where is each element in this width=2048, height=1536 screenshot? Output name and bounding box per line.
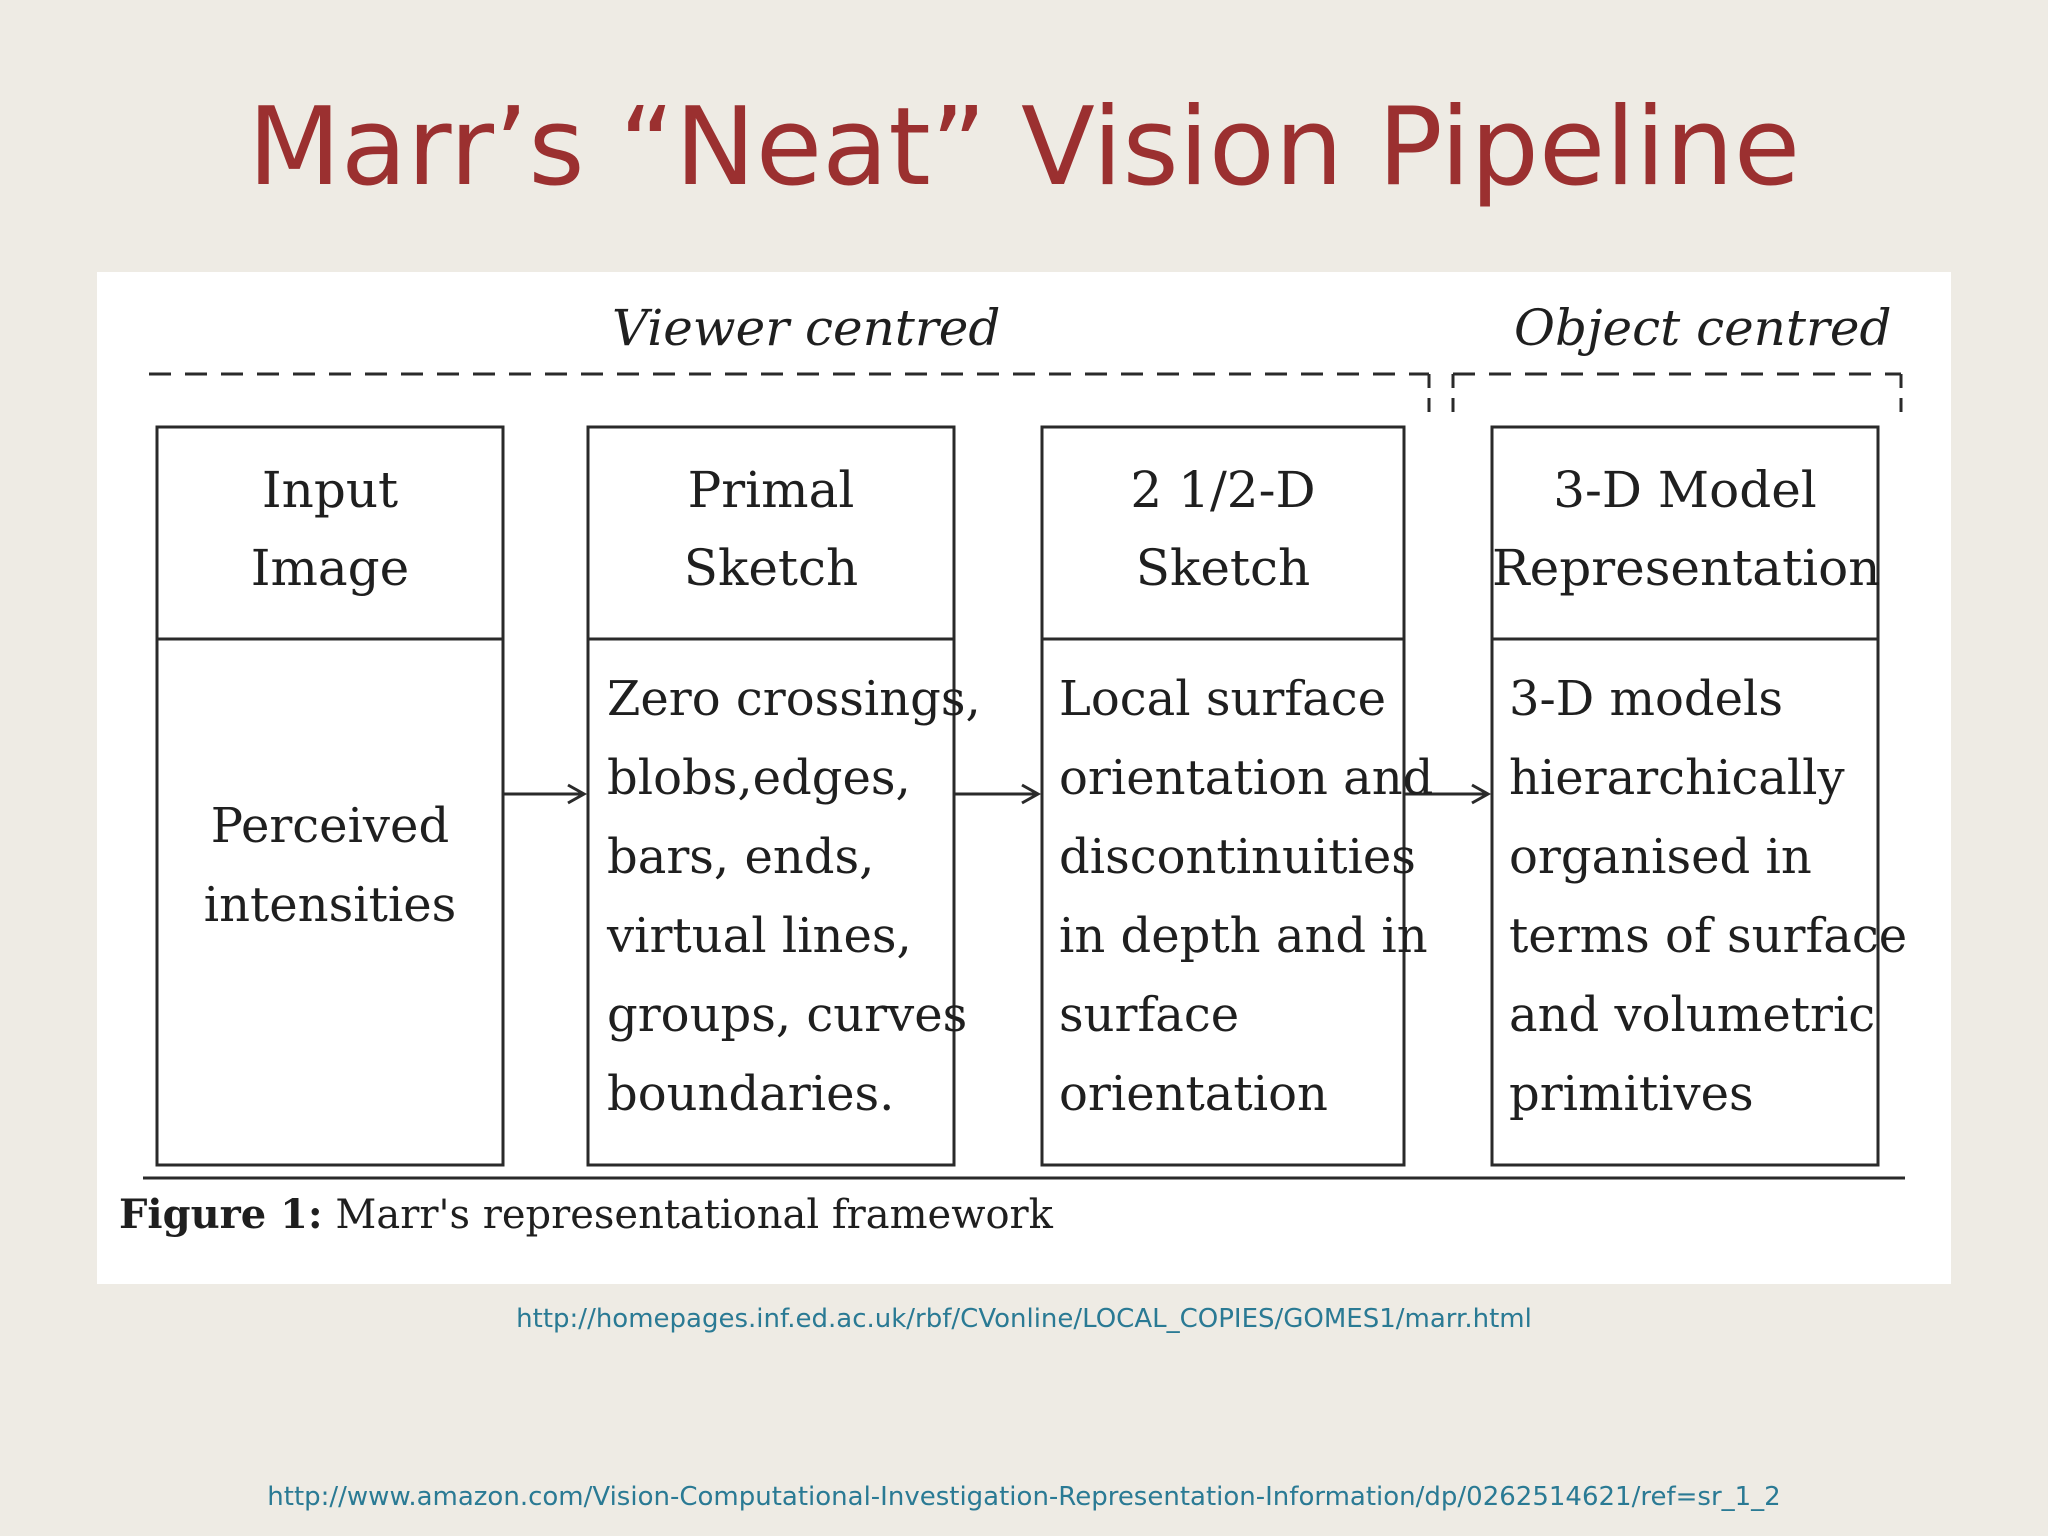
stage-body-primal-sketch: Zero crossings, blobs,edges, bars, ends,… bbox=[607, 671, 981, 1122]
stage-body-input-image: Perceived intensities bbox=[203, 798, 457, 933]
figure-caption: Figure 1: Marr's representational framew… bbox=[119, 1190, 1053, 1240]
slide-title: Marr’s “Neat” Vision Pipeline bbox=[247, 85, 1801, 210]
object-centred-label: Object centred bbox=[1514, 299, 1892, 357]
figure-caption-text: Marr's representational framework bbox=[335, 1192, 1053, 1238]
figure-caption-label: Figure 1: bbox=[119, 1191, 323, 1238]
figure-source-link[interactable]: http://homepages.inf.ed.ac.uk/rbf/CVonli… bbox=[516, 1304, 1532, 1334]
book-link[interactable]: http://www.amazon.com/Vision-Computation… bbox=[267, 1482, 1781, 1512]
stage-box-primal-sketch bbox=[586, 425, 956, 1167]
stage-title-2-5d-sketch: 2 1/2-D Sketch bbox=[1130, 461, 1316, 597]
viewer-centred-label: Viewer centred bbox=[612, 299, 1001, 357]
stage-box-input-image bbox=[155, 425, 505, 1167]
stage-box-2-5d-sketch bbox=[1040, 425, 1406, 1167]
stage-title-3d-model: 3-D Model Representation bbox=[1492, 461, 1881, 597]
stage-title-primal-sketch: Primal Sketch bbox=[683, 461, 859, 597]
stage-body-2-5d-sketch: Local surface orientation and discontinu… bbox=[1059, 671, 1434, 1122]
figure-lines bbox=[143, 372, 1905, 1180]
marr-framework-figure: Viewer centred Object centred Input Imag… bbox=[97, 272, 1951, 1284]
stage-body-3d-model: 3-D models hierarchically organised in t… bbox=[1509, 671, 1908, 1122]
stage-title-input-image: Input Image bbox=[250, 461, 410, 597]
stage-box-3d-model bbox=[1490, 425, 1880, 1167]
